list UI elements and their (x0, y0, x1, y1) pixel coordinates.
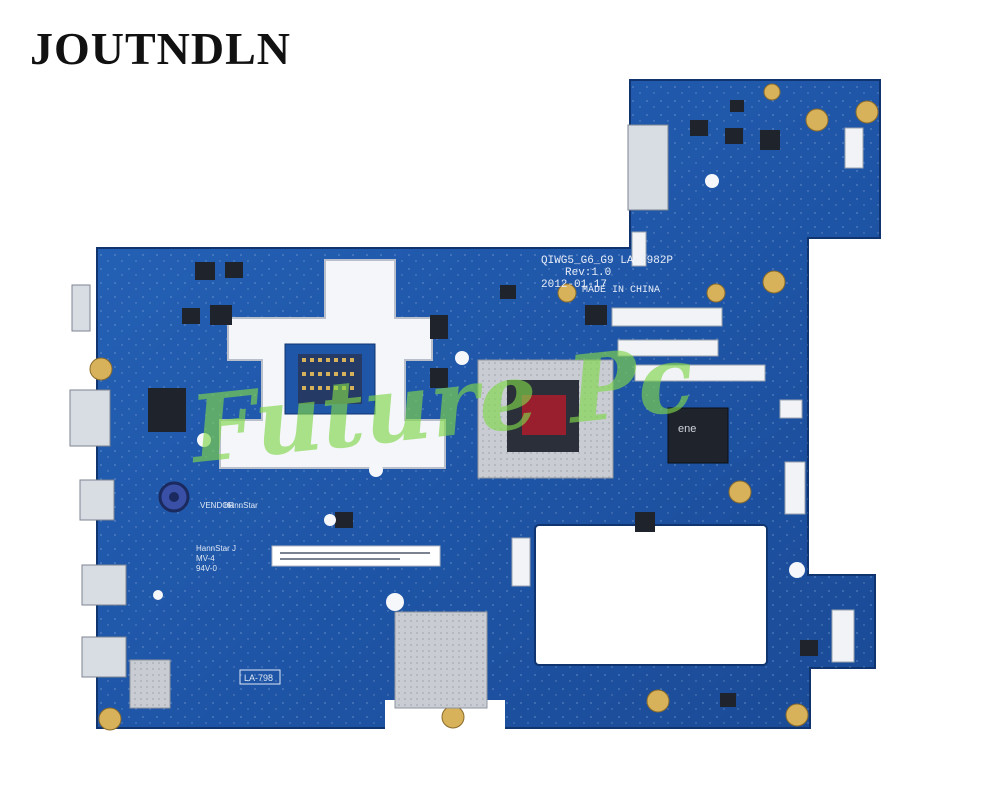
bottom-board-label: LA-798 (244, 673, 273, 683)
barcode-sticker (271, 545, 441, 567)
vendor-name-text: HannStar (224, 501, 258, 510)
test-points (153, 174, 805, 611)
mfr-line-1: HannStar J (196, 544, 236, 553)
vendor-label-text: VENDOR (200, 501, 234, 510)
svg-text:ene: ene (678, 423, 696, 435)
gpu-chip (477, 359, 614, 479)
side-io-ports (69, 124, 669, 678)
ec-controller-chip: ene (667, 407, 729, 464)
cpu-socket-bracket (219, 259, 446, 469)
board-cutout (534, 524, 768, 666)
mfr-line-2: MV-4 (196, 554, 215, 563)
board-date-text: 2012-01-17 (541, 279, 607, 291)
connectors (511, 127, 864, 663)
silkscreen-text: QIWG5_G6_G9 LA-7982P Rev:1.0 2012-01-17 … (196, 255, 673, 685)
board-revision-text: Rev:1.0 (565, 267, 611, 279)
shield-plate (394, 611, 488, 709)
mfr-line-3: 94V-0 (196, 564, 217, 573)
screw-holes (89, 83, 879, 731)
brand-logo-text: JOUTNDLN (30, 23, 292, 74)
small-components (148, 100, 818, 707)
board-origin-text: MADE IN CHINA (582, 285, 660, 296)
board-model-text: QIWG5_G6_G9 LA-7982P (541, 255, 673, 267)
